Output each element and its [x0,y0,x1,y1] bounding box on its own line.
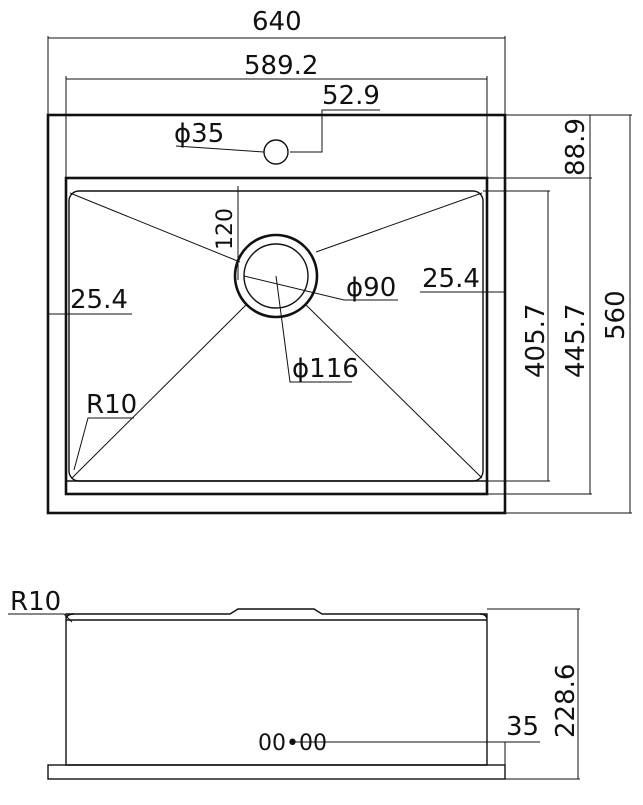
side-view: 00•00 [47,608,506,780]
slope-line-bottom-left [71,304,247,479]
dim-tap-hole-diameter: ϕ35 [174,119,224,149]
side-dimensions: R10 228.6 35 [8,587,581,780]
dim-overflow-height: 35 [506,712,539,742]
slope-line-bottom-right [305,304,483,479]
dim-overall-width: 640 [252,7,302,37]
side-base-strip [47,764,506,780]
side-deck-top [65,608,488,618]
dim-drain-diameter: ϕ90 [346,273,396,303]
dim-side-margin-left: 25.4 [70,285,128,315]
slope-line-top-right [315,192,483,253]
tap-hole [263,139,289,165]
dim-side-height: 228.6 [551,664,581,738]
dim-drain-offset: 120 [213,208,238,250]
dim-overall-depth: 560 [601,290,631,340]
side-bowl-body [65,613,488,766]
dim-deck-depth: 88.9 [561,118,591,176]
dim-side-margin-right: 25.4 [422,264,480,294]
drain-flange [233,233,319,319]
plan-dimensions: 640 589.2 52.9 ϕ35 88.9 560 445.7 405.7 [47,7,632,514]
dim-bowl-inner-depth: 405.7 [521,304,551,378]
dim-corner-radius: R10 [86,390,137,420]
dim-side-corner-radius: R10 [10,587,61,617]
bowl-rim [64,176,489,496]
plan-view [46,113,507,515]
dim-bowl-outer-depth: 445.7 [561,304,591,378]
slope-line-top-left [69,192,241,263]
dim-tap-hole-offset: 52.9 [322,81,380,111]
overflow-mark: 00•00 [258,731,327,756]
dim-inner-width: 589.2 [244,51,318,81]
dim-drain-flange-diameter: ϕ116 [292,354,359,384]
